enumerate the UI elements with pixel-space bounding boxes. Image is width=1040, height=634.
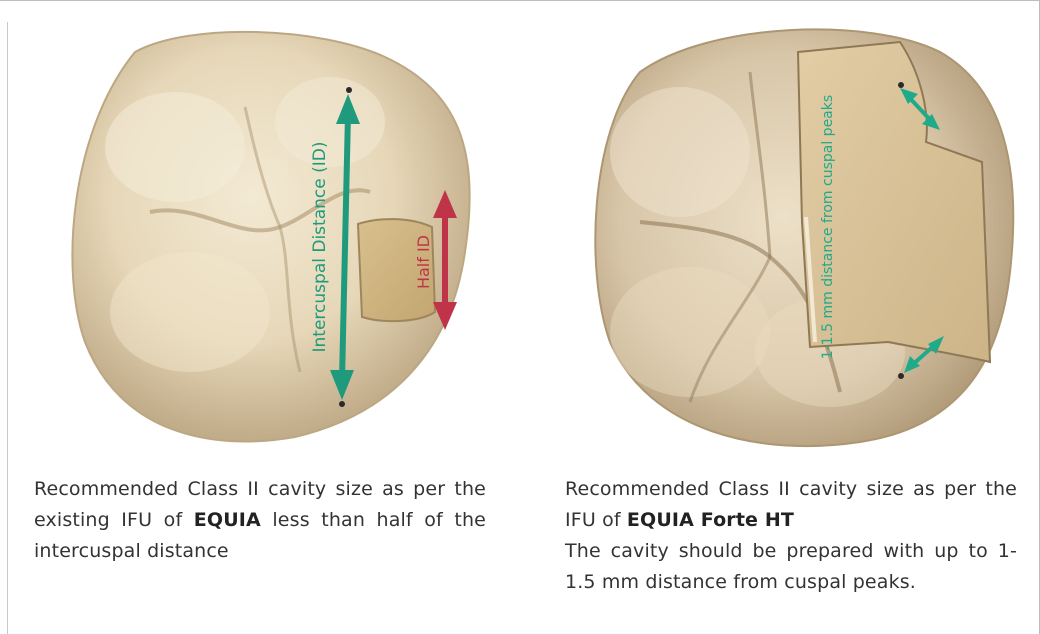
brand-name: EQUIA Forte HT: [627, 509, 794, 531]
cusp-highlight: [110, 252, 270, 372]
brand-name: EQUIA: [194, 509, 261, 531]
equia-forte-ht-caption: Recommended Class II cavity size as per …: [565, 474, 1017, 598]
cusp-highlight: [275, 77, 385, 167]
equia-caption: Recommended Class II cavity size as per …: [34, 474, 486, 567]
equia-forte-tooth-illustration: 1-1.5 mm distance from cuspal peaks: [570, 12, 1030, 452]
equia-tooth-illustration: Intercuspal Distance (ID) Half ID: [40, 12, 500, 452]
cusp-highlight: [610, 267, 770, 397]
half-id-label: Half ID: [414, 235, 433, 289]
cusp-highlight: [105, 92, 245, 202]
cusp-highlight: [610, 87, 750, 217]
intercuspal-distance-label: Intercuspal Distance (ID): [310, 142, 330, 353]
frame-left-border: [7, 22, 8, 634]
frame-top-border: [0, 0, 1040, 1]
caption-instruction: The cavity should be prepared with up to…: [565, 540, 1017, 593]
equia-tooth-figure: Intercuspal Distance (ID) Half ID: [40, 12, 500, 452]
equia-forte-ht-tooth-figure: 1-1.5 mm distance from cuspal peaks: [570, 12, 1030, 452]
cuspal-distance-label: 1-1.5 mm distance from cuspal peaks: [820, 95, 836, 359]
